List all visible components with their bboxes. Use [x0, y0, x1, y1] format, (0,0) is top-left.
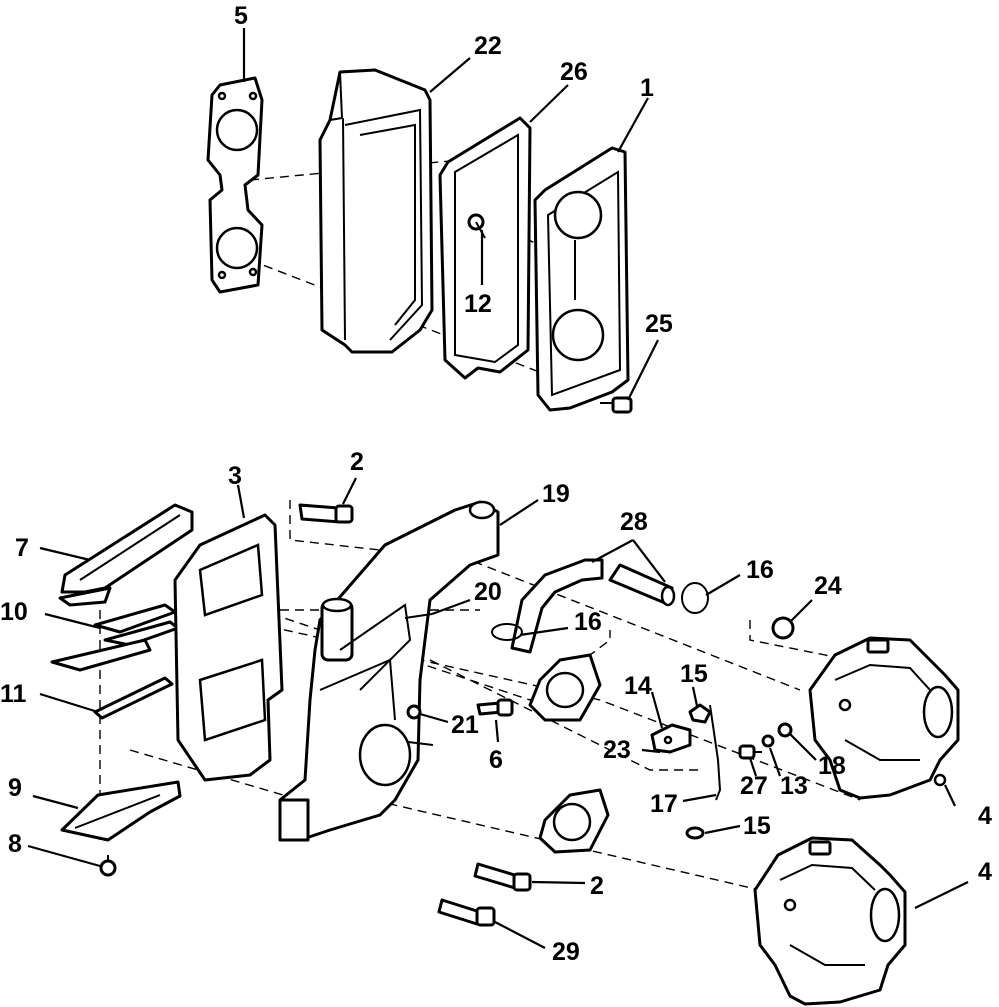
part-25-screw — [600, 396, 633, 414]
callout-3: 3 — [228, 462, 242, 490]
part-26-seal-gasket — [438, 116, 532, 380]
callout-7: 7 — [15, 534, 29, 562]
callout-27: 27 — [740, 772, 768, 800]
part-22-air-silencer-cover — [318, 68, 434, 354]
callout-4-lower: 4 — [978, 858, 992, 886]
carb-gasket-upper — [528, 653, 602, 722]
part-12-screw — [467, 213, 486, 239]
part-2-bolt-bottom — [473, 862, 532, 892]
part-27-screw — [738, 744, 762, 760]
part-1-silencer-base — [533, 146, 630, 412]
part-9-plate — [60, 780, 182, 842]
callout-14: 14 — [624, 672, 652, 700]
part-24-cap — [771, 616, 795, 640]
callout-19: 19 — [542, 480, 570, 508]
callout-13: 13 — [780, 772, 808, 800]
part-2-bolt-top — [298, 503, 354, 524]
part-4-carburetor-upper — [808, 636, 960, 800]
part-16-clamp — [491, 582, 709, 641]
part-15-caps — [685, 703, 712, 840]
callout-15-top: 15 — [680, 660, 708, 688]
callout-18: 18 — [818, 752, 846, 780]
part-20-stud — [404, 613, 434, 746]
callout-22: 22 — [474, 32, 502, 60]
part-29-bolt — [437, 898, 496, 927]
callout-21: 21 — [451, 711, 479, 739]
callout-1: 1 — [640, 74, 654, 102]
callout-8: 8 — [8, 830, 22, 858]
part-21-fitting — [406, 704, 422, 720]
callout-16-left: 16 — [574, 608, 602, 636]
callout-15-bottom: 15 — [743, 812, 771, 840]
callout-26: 26 — [560, 58, 588, 86]
callout-24: 24 — [814, 572, 842, 600]
part-11-reed-stop — [93, 676, 174, 720]
leader-lines — [27, 28, 969, 949]
callout-9: 9 — [8, 774, 22, 802]
callout-labels: 5 22 26 1 12 25 2 19 3 28 7 16 24 20 10 … — [0, 2, 992, 966]
part-8-screw — [99, 855, 117, 877]
part-7-reed-block — [58, 503, 194, 607]
part-6-screw — [476, 698, 514, 717]
part-19-intake-manifold — [278, 500, 500, 842]
callout-12: 12 — [464, 290, 492, 318]
carb-gasket-lower — [538, 788, 610, 854]
callout-17: 17 — [650, 790, 678, 818]
callout-29: 29 — [552, 938, 580, 966]
callout-16-right: 16 — [746, 556, 774, 584]
part-28-hose — [510, 558, 676, 654]
part-4-carburetor-lower — [753, 836, 907, 1006]
part-18-nut — [777, 722, 793, 738]
part-3-intake-gasket — [173, 513, 284, 782]
part-10-reed-petals — [50, 603, 180, 672]
callout-11: 11 — [0, 680, 27, 708]
callout-28: 28 — [620, 508, 648, 536]
callout-2-bottom: 2 — [590, 872, 604, 900]
part-13-washer — [761, 734, 775, 748]
part-5-gasket — [206, 76, 264, 294]
callout-23: 23 — [603, 736, 631, 764]
callout-10: 10 — [0, 598, 28, 626]
callout-5: 5 — [234, 2, 248, 30]
part-14-link-bracket — [650, 723, 692, 754]
callout-25: 25 — [645, 310, 673, 338]
callout-4-upper: 4 — [978, 802, 992, 830]
callout-2-top: 2 — [350, 448, 364, 476]
part-17-link-rod — [709, 704, 722, 801]
callout-20: 20 — [474, 578, 502, 606]
callout-6: 6 — [489, 746, 503, 774]
